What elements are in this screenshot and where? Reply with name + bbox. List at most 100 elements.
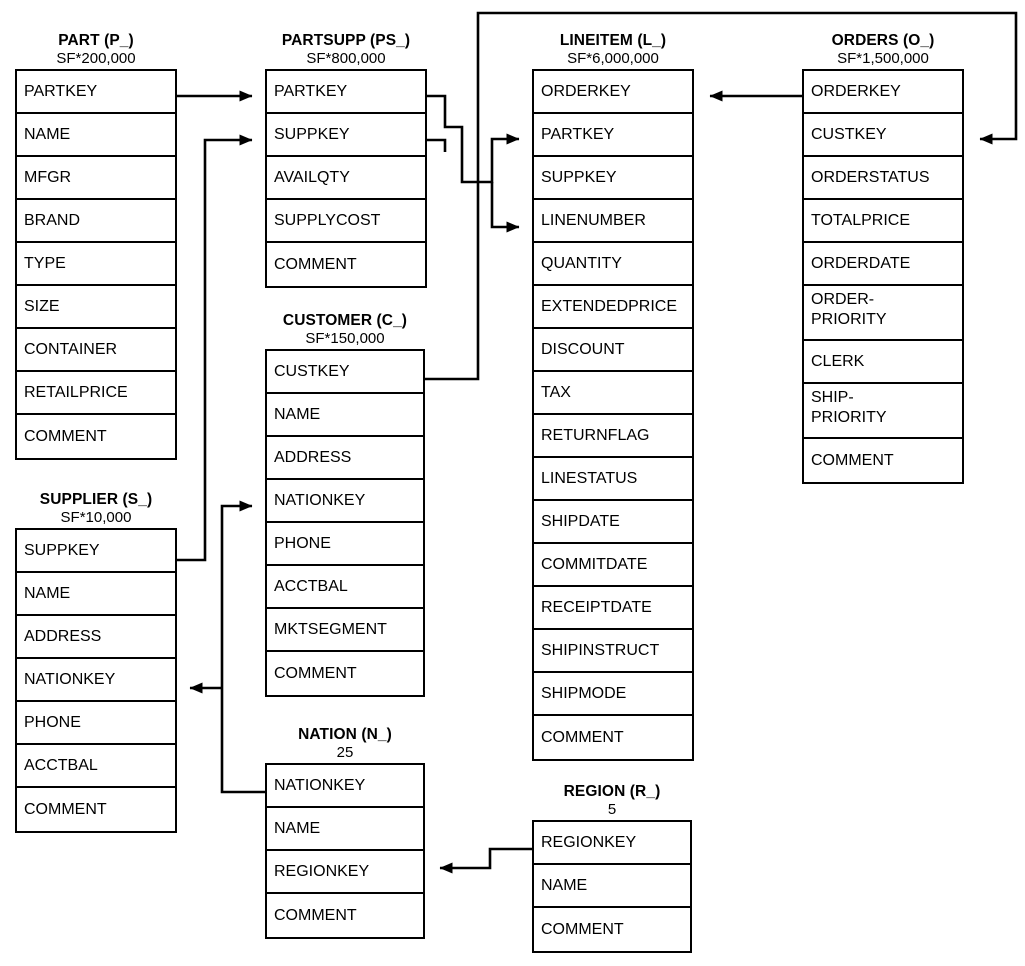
field-lineitem-tax: TAX <box>534 372 692 415</box>
field-region-name: NAME <box>534 865 690 908</box>
field-lineitem-returnflag: RETURNFLAG <box>534 415 692 458</box>
field-orders-orderdate: ORDERDATE <box>804 243 962 286</box>
field-supplier-suppkey: SUPPKEY <box>17 530 175 573</box>
field-lineitem-shipdate: SHIPDATE <box>534 501 692 544</box>
field-lineitem-linestatus: LINESTATUS <box>534 458 692 501</box>
wire-partsupp-lineitem-suppkey <box>427 138 447 152</box>
field-partsupp-comment: COMMENT <box>267 243 425 286</box>
field-nation-name: NAME <box>267 808 423 851</box>
field-part-partkey: PARTKEY <box>17 71 175 114</box>
wire-customer-orders <box>425 11 1018 381</box>
entity-title-part: PART (P_) <box>58 32 134 49</box>
field-supplier-phone: PHONE <box>17 702 175 745</box>
wire-region-nation <box>439 847 532 874</box>
field-nation-nationkey: NATIONKEY <box>267 765 423 808</box>
entity-cardinality-orders: SF*1,500,000 <box>837 50 929 67</box>
field-orders-orderpriority: ORDER- PRIORITY <box>804 286 962 341</box>
field-lineitem-orderkey: ORDERKEY <box>534 71 692 114</box>
field-customer-phone: PHONE <box>267 523 423 566</box>
entity-cardinality-supplier: SF*10,000 <box>60 509 132 526</box>
wire-supplier-partsupp <box>177 134 253 562</box>
entity-title-region: REGION (R_) <box>563 783 661 800</box>
field-partsupp-suppkey: SUPPKEY <box>267 114 425 157</box>
field-part-name: NAME <box>17 114 175 157</box>
entity-cardinality-region: 5 <box>607 801 617 818</box>
entity-title-nation: NATION (N_) <box>298 726 392 743</box>
field-part-mfgr: MFGR <box>17 157 175 200</box>
entity-title-customer: CUSTOMER (C_) <box>282 312 408 329</box>
wire-nation-customer <box>220 500 265 794</box>
field-customer-custkey: CUSTKEY <box>267 351 423 394</box>
field-customer-mktsegment: MKTSEGMENT <box>267 609 423 652</box>
field-supplier-acctbal: ACCTBAL <box>17 745 175 788</box>
field-part-comment: COMMENT <box>17 415 175 458</box>
entity-title-supplier: SUPPLIER (S_) <box>39 491 153 508</box>
field-nation-comment: COMMENT <box>267 894 423 937</box>
field-customer-name: NAME <box>267 394 423 437</box>
field-region-regionkey: REGIONKEY <box>534 822 690 865</box>
field-orders-totalprice: TOTALPRICE <box>804 200 962 243</box>
field-lineitem-partkey: PARTKEY <box>534 114 692 157</box>
field-customer-address: ADDRESS <box>267 437 423 480</box>
field-orders-clerk: CLERK <box>804 341 962 384</box>
field-supplier-comment: COMMENT <box>17 788 175 831</box>
field-lineitem-receiptdate: RECEIPTDATE <box>534 587 692 630</box>
field-orders-shippriority: SHIP- PRIORITY <box>804 384 962 439</box>
field-partsupp-supplycost: SUPPLYCOST <box>267 200 425 243</box>
entity-cardinality-part: SF*200,000 <box>56 50 136 67</box>
field-lineitem-shipmode: SHIPMODE <box>534 673 692 716</box>
field-customer-nationkey: NATIONKEY <box>267 480 423 523</box>
field-lineitem-suppkey: SUPPKEY <box>534 157 692 200</box>
field-lineitem-shipinstruct: SHIPINSTRUCT <box>534 630 692 673</box>
entity-cardinality-nation: 25 <box>336 744 354 761</box>
field-part-container: CONTAINER <box>17 329 175 372</box>
field-part-brand: BRAND <box>17 200 175 243</box>
entity-cardinality-customer: SF*150,000 <box>305 330 385 347</box>
field-part-retailprice: RETAILPRICE <box>17 372 175 415</box>
field-partsupp-partkey: PARTKEY <box>267 71 425 114</box>
field-lineitem-commitdate: COMMITDATE <box>534 544 692 587</box>
entity-cardinality-lineitem: SF*6,000,000 <box>567 50 659 67</box>
field-customer-comment: COMMENT <box>267 652 423 695</box>
wire-partsupp-lineitem-partkey <box>427 94 520 184</box>
entity-title-lineitem: LINEITEM (L_) <box>559 32 667 49</box>
field-nation-regionkey: REGIONKEY <box>267 851 423 894</box>
field-part-type: TYPE <box>17 243 175 286</box>
entity-title-orders: ORDERS (O_) <box>831 32 935 49</box>
field-orders-orderstatus: ORDERSTATUS <box>804 157 962 200</box>
field-orders-comment: COMMENT <box>804 439 962 482</box>
field-lineitem-comment: COMMENT <box>534 716 692 759</box>
field-lineitem-linenumber: LINENUMBER <box>534 200 692 243</box>
field-supplier-nationkey: NATIONKEY <box>17 659 175 702</box>
field-lineitem-discount: DISCOUNT <box>534 329 692 372</box>
field-supplier-name: NAME <box>17 573 175 616</box>
field-customer-acctbal: ACCTBAL <box>267 566 423 609</box>
field-region-comment: COMMENT <box>534 908 690 951</box>
field-orders-custkey: CUSTKEY <box>804 114 962 157</box>
field-partsupp-availqty: AVAILQTY <box>267 157 425 200</box>
field-part-size: SIZE <box>17 286 175 329</box>
wire-partsupp-lineitem-suppkey-b <box>490 182 520 233</box>
field-orders-orderkey: ORDERKEY <box>804 71 962 114</box>
field-supplier-address: ADDRESS <box>17 616 175 659</box>
field-lineitem-quantity: QUANTITY <box>534 243 692 286</box>
field-lineitem-extendedprice: EXTENDEDPRICE <box>534 286 692 329</box>
